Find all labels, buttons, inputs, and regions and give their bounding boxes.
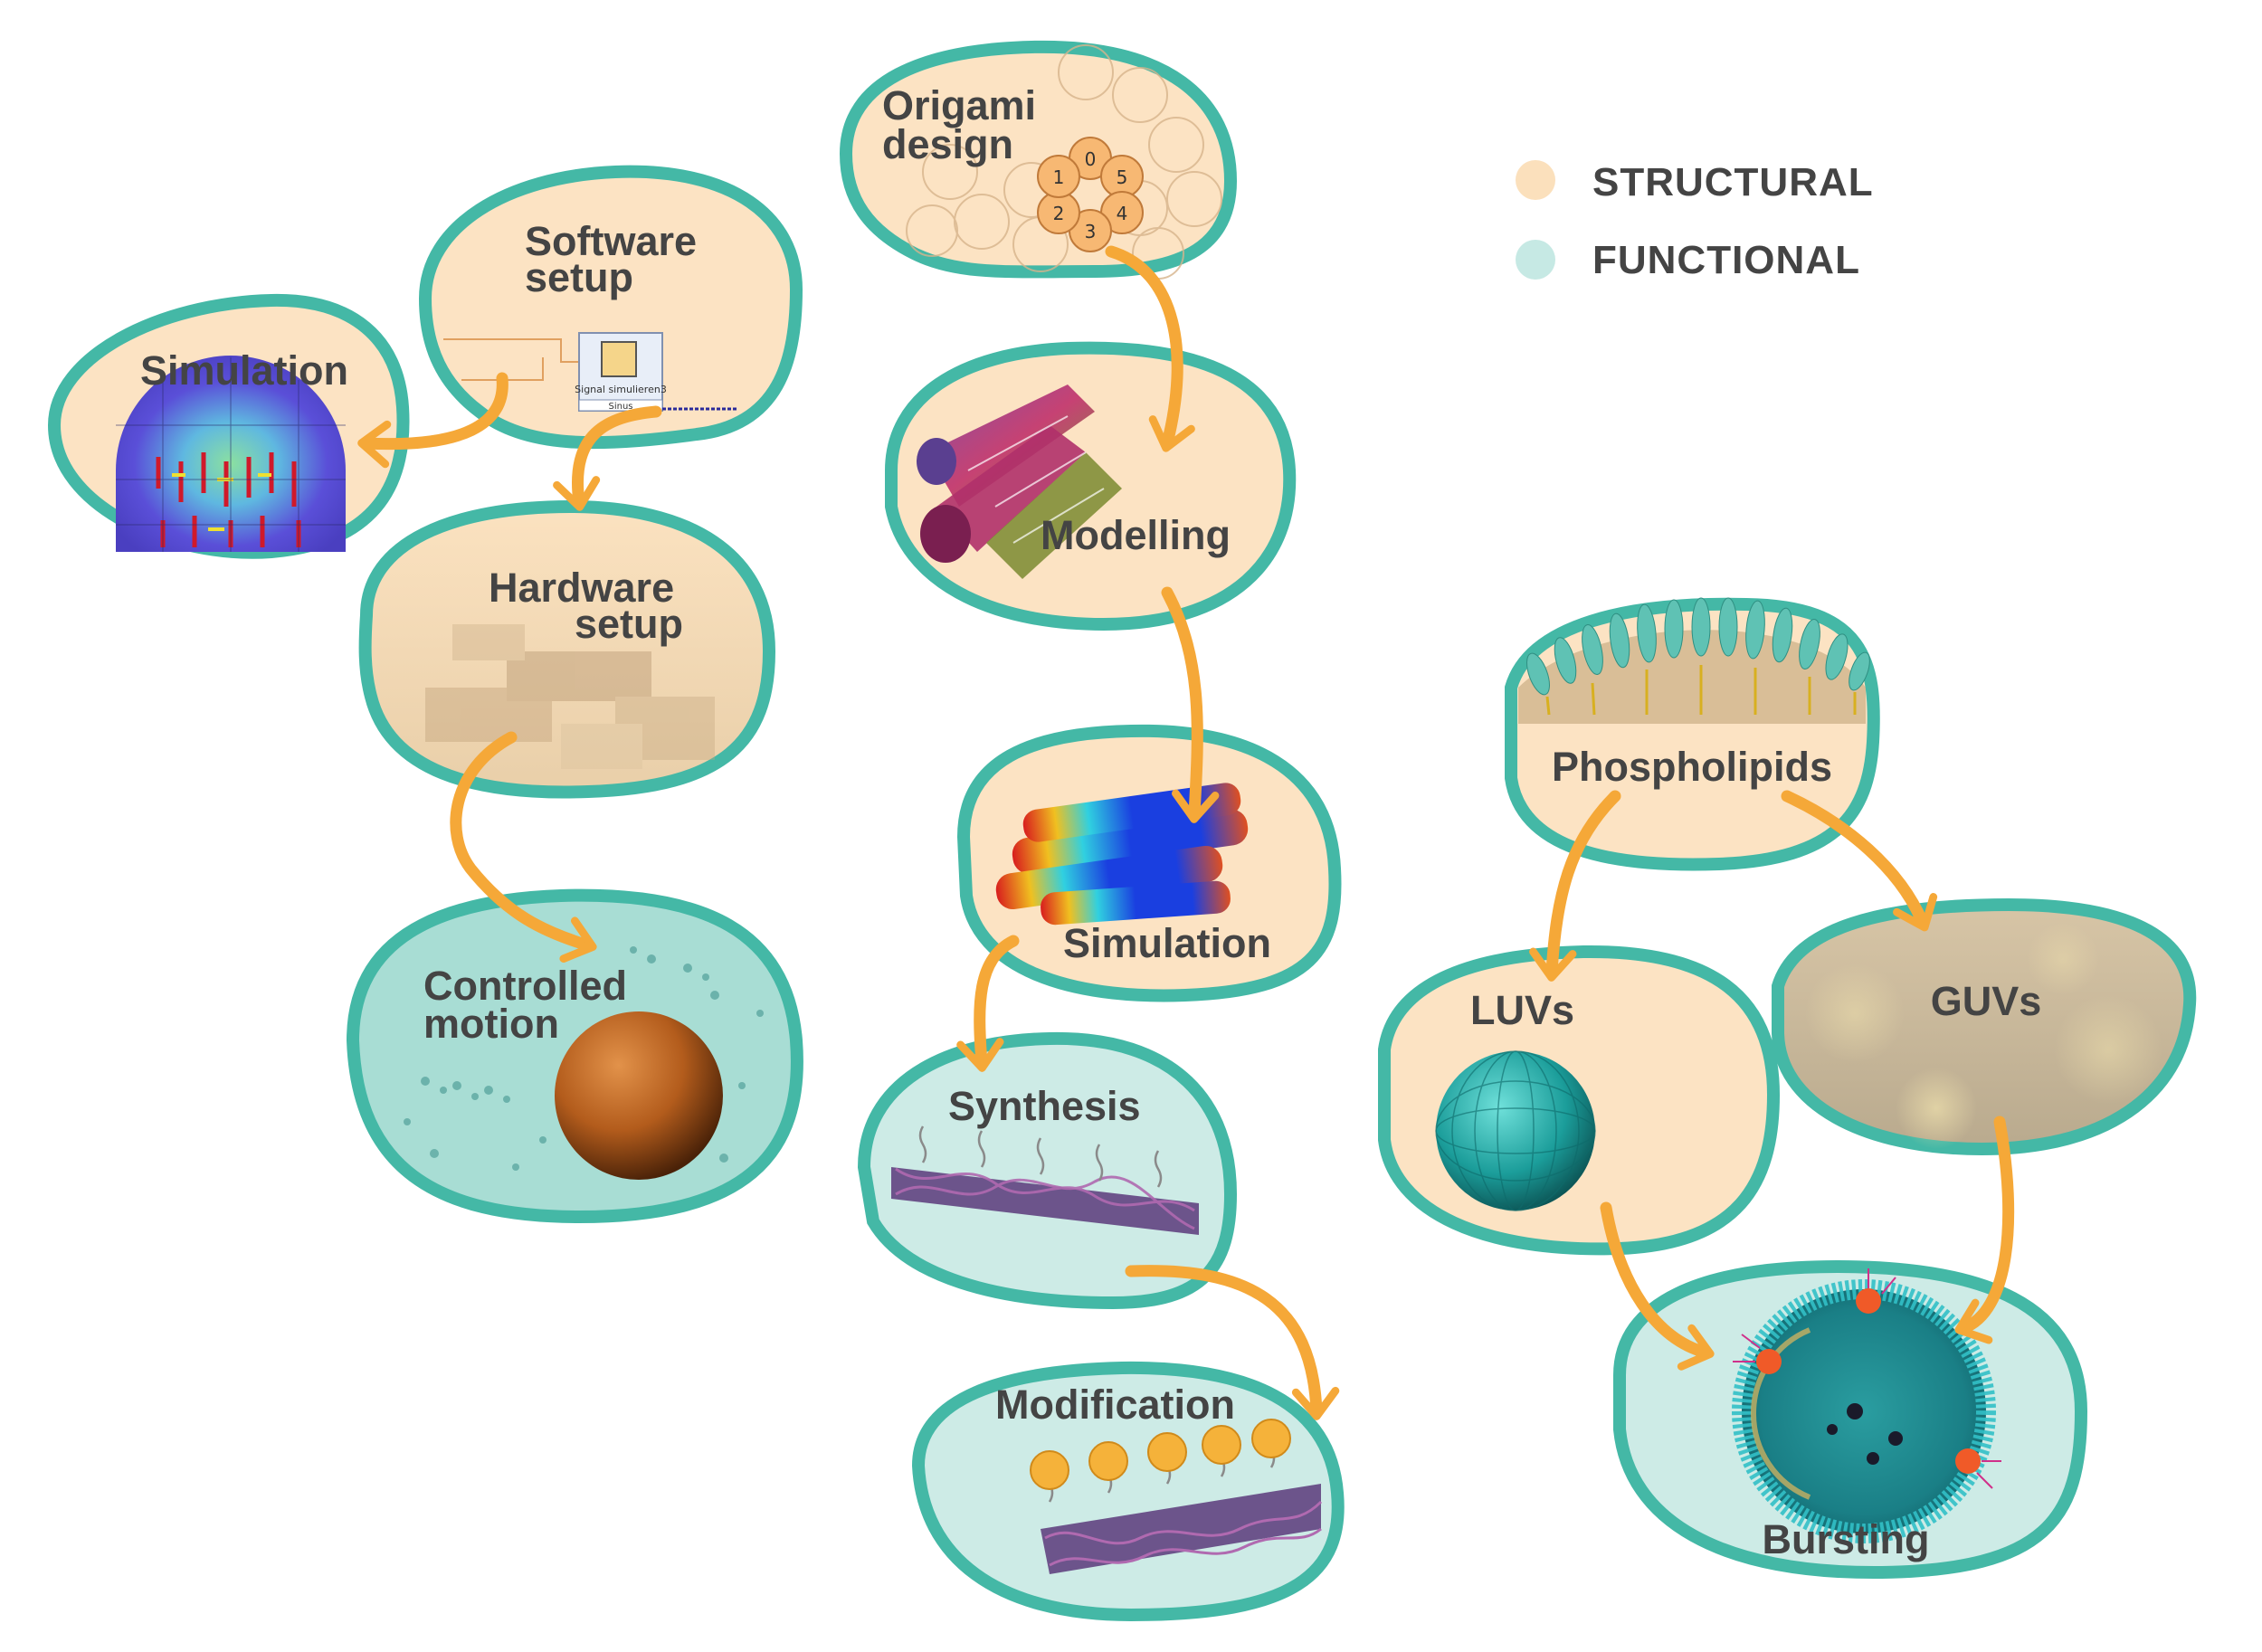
workflow-arrows: [357, 245, 2015, 1420]
legend-functional-swatch: [1516, 240, 1555, 280]
microparticle-sphere: [555, 1011, 723, 1180]
node-luvs: LUVs: [1378, 945, 1781, 1256]
arrow-phospholipids-to-guvs: [1781, 790, 1938, 932]
software-setup-label-line2: setup: [525, 254, 633, 300]
simulation-heatmap-image: [116, 356, 346, 552]
svg-text:Signal simulieren3: Signal simulieren3: [575, 384, 667, 395]
svg-text:0: 0: [1085, 148, 1097, 170]
svg-text:5: 5: [1117, 166, 1128, 188]
arrow-hardware-to-controlled-motion: [450, 731, 597, 964]
software-block-icon: [601, 341, 637, 377]
node-simulation-middle: Simulation: [956, 724, 1342, 1002]
bursting-label: Bursting: [1763, 1516, 1930, 1562]
node-modelling: Modelling: [885, 341, 1297, 631]
legend-structural-swatch: [1516, 160, 1555, 200]
controlled-motion-label-line2: motion: [423, 1001, 559, 1047]
simulation-middle-label: Simulation: [1063, 920, 1271, 966]
arrow-luvs-to-bursting: [1600, 1201, 1715, 1371]
arrow-guvs-to-bursting: [1954, 1116, 2015, 1344]
arrow-simulation-to-synthesis: [956, 935, 1020, 1072]
svg-text:1: 1: [1053, 166, 1065, 188]
software-setup-label-line1: Software: [525, 218, 697, 264]
modelling-label: Modelling: [1041, 512, 1231, 558]
modified-dna-image: [1030, 1419, 1323, 1574]
legend-structural-label: STRUCTURAL: [1592, 160, 1874, 204]
arrow-software-to-hardware: [553, 405, 662, 511]
arrow-phospholipids-to-luvs: [1529, 790, 1621, 982]
arrow-origami-to-modelling: [1105, 245, 1195, 452]
bursting-vesicle-image: [1732, 1268, 2001, 1543]
node-bursting: Bursting: [1613, 1259, 2088, 1580]
node-modification: Modification: [911, 1361, 1345, 1622]
helix-bundle-cross-section: 0 5 4 3 2 1: [1037, 137, 1144, 252]
controlled-motion-label-line1: Controlled: [423, 963, 627, 1009]
arrow-software-to-simulation: [357, 372, 508, 469]
hardware-lab-photo: [425, 624, 715, 769]
motion-particle-traces: [404, 946, 764, 1171]
origami-3d-model: [917, 385, 1122, 579]
svg-text:4: 4: [1117, 203, 1128, 224]
node-controlled-motion: Controlled motion: [346, 888, 803, 1224]
node-guvs: GUVs: [1772, 897, 2197, 1156]
arrow-modelling-to-simulation: [1161, 586, 1220, 823]
hardware-setup-label-line2: setup: [575, 601, 683, 647]
guvs-label: GUVs: [1931, 978, 2042, 1024]
software-block-widget: Signal simulieren3 Sinus: [443, 332, 737, 412]
membrane-protein-markers: [1756, 1288, 1981, 1474]
svg-text:3: 3: [1085, 221, 1097, 242]
legend: STRUCTURAL FUNCTIONAL: [1516, 160, 1874, 282]
lipid-bilayer-image: [1518, 597, 1870, 724]
origami-design-label-line1: Origami: [882, 82, 1036, 128]
origami-design-label-line2: design: [882, 121, 1013, 167]
node-hardware-setup: Hardware setup: [358, 499, 776, 799]
simulation-left-label: Simulation: [140, 347, 348, 394]
dna-bundle-image: [891, 1125, 1199, 1235]
svg-text:Sinus: Sinus: [608, 402, 632, 412]
luv-vesicle-sphere: [1435, 1050, 1596, 1211]
guv-bokeh-image: [1805, 923, 2162, 1149]
node-simulation-left: Simulation: [47, 293, 410, 559]
synthesis-label: Synthesis: [948, 1083, 1141, 1129]
luvs-label: LUVs: [1470, 987, 1574, 1033]
svg-text:2: 2: [1053, 203, 1065, 224]
node-phospholipids: Phospholipids: [1505, 597, 1880, 871]
rod-simulation-image: [995, 783, 1249, 926]
node-software-setup: Signal simulieren3 Sinus Software setup: [418, 165, 803, 450]
hardware-setup-label-line1: Hardware: [489, 565, 674, 611]
node-origami-design: 0 5 4 3 2 1 Origami design: [839, 40, 1238, 280]
arrow-synthesis-to-modification: [1125, 1265, 1340, 1420]
phospholipids-label: Phospholipids: [1552, 744, 1832, 790]
modification-label: Modification: [995, 1381, 1235, 1428]
node-synthesis: Synthesis: [857, 1031, 1238, 1310]
legend-functional-label: FUNCTIONAL: [1592, 238, 1860, 282]
